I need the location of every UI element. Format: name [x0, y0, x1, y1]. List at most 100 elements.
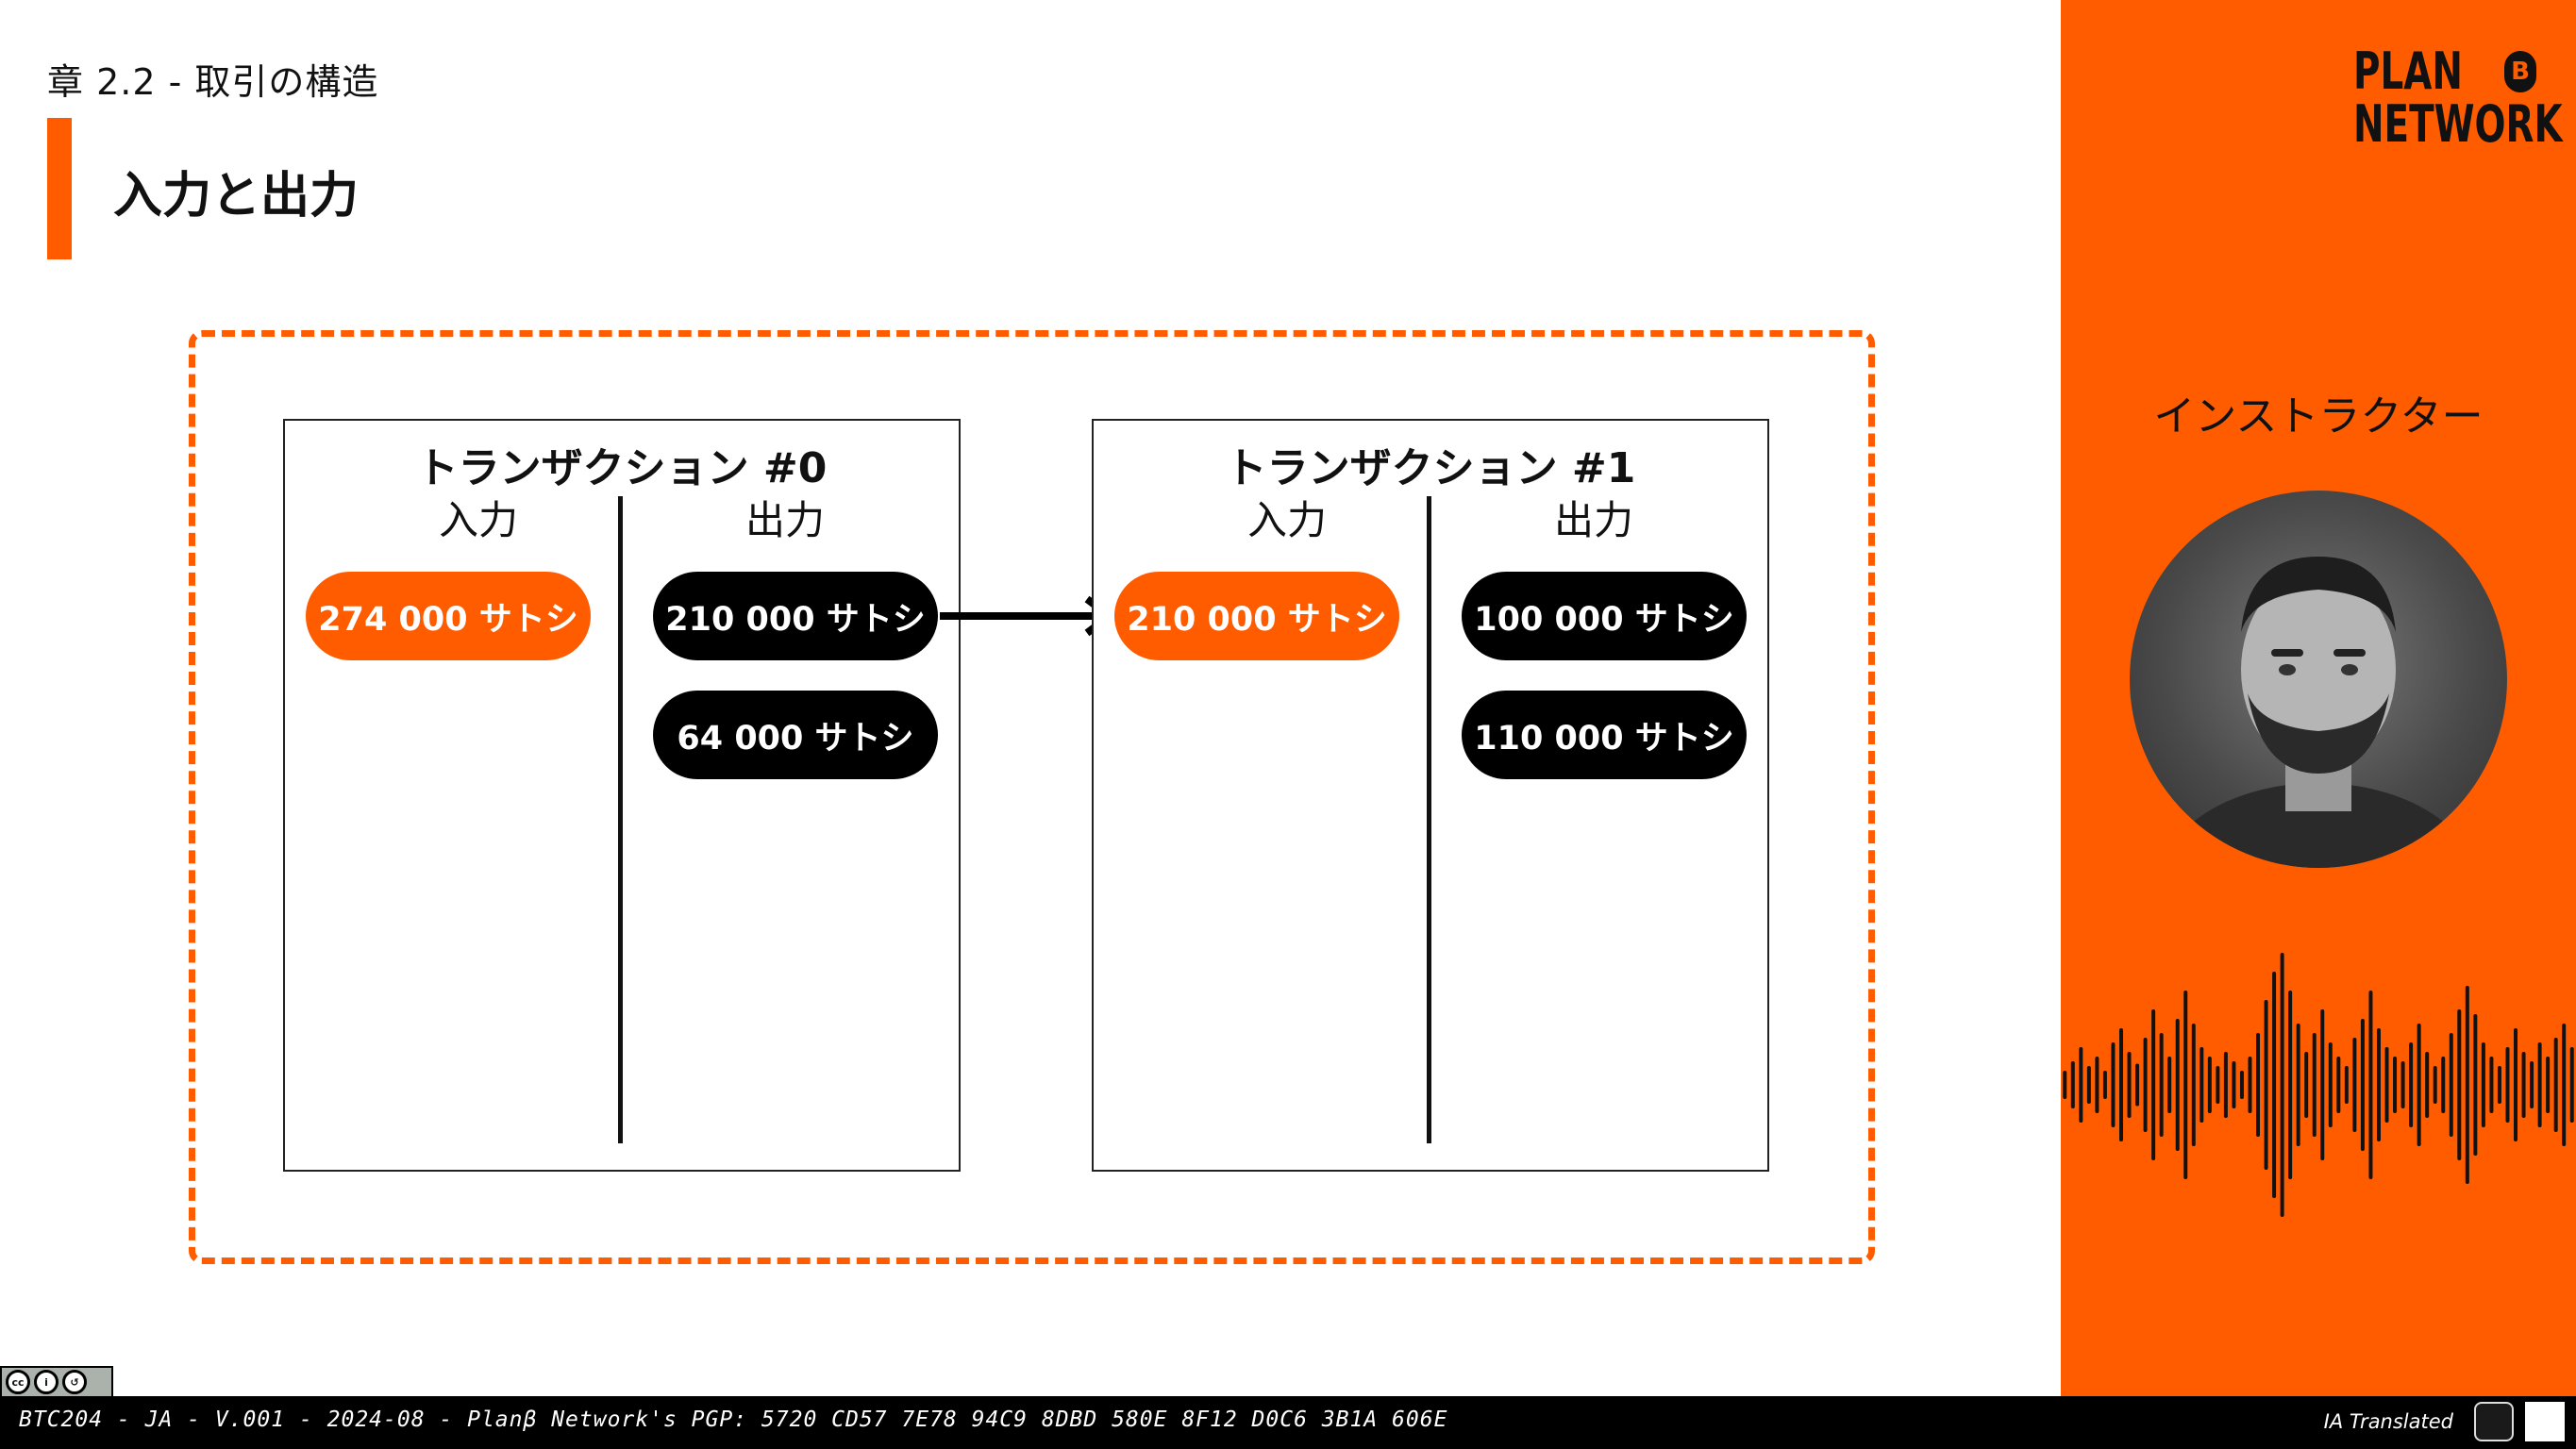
waveform-bar [2216, 1066, 2220, 1104]
transaction-0-title: トランザクション #0 [416, 444, 828, 492]
waveform-bar [2360, 1019, 2365, 1151]
waveform-bar [2223, 1052, 2228, 1118]
waveform-bar [2344, 1066, 2349, 1104]
waveform-bar [2376, 1028, 2381, 1141]
transaction-1-inputs-header: 入力 [1246, 497, 1327, 543]
waveform-bar [2433, 1066, 2437, 1104]
waveform-bar [2312, 1033, 2317, 1137]
waveform-bar [2175, 1019, 2180, 1151]
title-accent-bar [47, 118, 72, 259]
by-icon: i [34, 1370, 59, 1394]
waveform-bar [2159, 1033, 2164, 1137]
waveform-bar [2521, 1052, 2526, 1118]
waveform-bar [2070, 1061, 2075, 1108]
waveform-bar [2239, 1071, 2244, 1099]
instructor-portrait-icon [2160, 557, 2477, 868]
transaction-0-divider [618, 496, 623, 1143]
waveform-bar [2320, 1009, 2325, 1160]
transaction-0-input-0: 274 000 サトシ [306, 572, 591, 660]
waveform-bar [2505, 1047, 2510, 1123]
waveform-bar [2497, 1066, 2501, 1104]
footer-bar: BTC204 - JA - V.001 - 2024-08 - Planβ Ne… [0, 1396, 2576, 1449]
logo-text-network: NETWORK [2353, 94, 2563, 154]
waveform-bar [2264, 1000, 2268, 1170]
instructor-avatar [2130, 491, 2507, 868]
waveform-bar [2569, 1047, 2574, 1123]
waveform-bar [2546, 1057, 2551, 1113]
footer-translated: IA Translated [2323, 1410, 2453, 1433]
waveform-bar [2167, 1057, 2172, 1113]
waveform-bar [2151, 1009, 2156, 1160]
transaction-0-outputs-header: 出力 [744, 497, 825, 543]
waveform-bar [2207, 1057, 2212, 1113]
transaction-0-box: トランザクション #0 入力 出力 274 000 サトシ 210 000 サト… [283, 419, 961, 1172]
transaction-1-title: トランザクション #1 [1225, 444, 1636, 492]
footer-meta: BTC204 - JA - V.001 - 2024-08 - Planβ Ne… [19, 1407, 1448, 1432]
transaction-1-output-0: 100 000 サトシ [1462, 572, 1747, 660]
waveform-bar [2489, 1057, 2494, 1113]
waveform-bar [2288, 991, 2293, 1179]
waveform-bar [2127, 1052, 2132, 1118]
transaction-1-outputs-header: 出力 [1553, 497, 1633, 543]
waveform-bar [2473, 1014, 2478, 1156]
waveform-bar [2400, 1061, 2405, 1108]
chapter-label: 章 2.2 - 取引の構造 [47, 61, 379, 103]
waveform-bar [2135, 1063, 2140, 1107]
logo-badge: B [2504, 51, 2536, 92]
openai-icon [2474, 1402, 2514, 1441]
waveform-bar [2086, 1066, 2091, 1104]
waveform-bar [2457, 1009, 2462, 1160]
waveform-bar [2352, 1038, 2357, 1132]
waveform-bar [2553, 1038, 2558, 1132]
waveform-bar [2530, 1061, 2534, 1108]
waveform-bar [2118, 1028, 2123, 1141]
waveform-bar [2079, 1047, 2083, 1123]
waveform-bar [2514, 1028, 2518, 1141]
waveform-bar [2191, 1024, 2196, 1146]
waveform-bar [2409, 1042, 2414, 1127]
waveform-bar [2304, 1052, 2309, 1118]
waveform-bar [2248, 1057, 2252, 1113]
waveform-bar [2481, 1042, 2485, 1127]
waveform-bar [2232, 1061, 2236, 1108]
waveform-bar [2183, 991, 2188, 1179]
waveform-bar [2368, 991, 2373, 1179]
page-title: 入力と出力 [113, 168, 360, 225]
instructor-panel: PLAN B NETWORK インストラクター [2061, 0, 2576, 1396]
logo-text-plan: PLAN [2353, 42, 2463, 101]
waveform-bar [2425, 1052, 2430, 1118]
transaction-1-divider [1427, 496, 1431, 1143]
waveform-bar [2393, 1057, 2398, 1113]
transaction-1-output-1: 110 000 サトシ [1462, 691, 1747, 779]
waveform-bar [2328, 1042, 2333, 1127]
waveform-bar [2095, 1057, 2099, 1113]
waveform-bar [2063, 1071, 2067, 1099]
planb-network-logo: PLAN B NETWORK [2353, 42, 2563, 158]
waveform-bar [2336, 1057, 2341, 1113]
transaction-0-output-1: 64 000 サトシ [653, 691, 938, 779]
transaction-1-box: トランザクション #1 入力 出力 210 000 サトシ 100 000 サト… [1092, 419, 1769, 1172]
waveform-bar [2441, 1057, 2446, 1113]
transaction-0-output-0: 210 000 サトシ [653, 572, 938, 660]
instructor-label: インストラクター [2153, 392, 2484, 441]
cc-icon: cc [6, 1370, 30, 1394]
diagram-frame [189, 330, 1875, 1264]
waveform-bar [2562, 1024, 2567, 1146]
waveform-bar [2272, 972, 2277, 1198]
waveform-bar [2280, 953, 2284, 1217]
transaction-0-inputs-header: 入力 [438, 497, 518, 543]
waveform-bar [2417, 1024, 2421, 1146]
transaction-1-input-0: 210 000 サトシ [1114, 572, 1399, 660]
waveform-bar [2256, 1033, 2261, 1137]
waveform-bar [2465, 986, 2469, 1184]
sa-icon: ↺ [62, 1370, 87, 1394]
cc-license-badge: cc i ↺ [0, 1366, 113, 1398]
waveform-bar [2200, 1047, 2204, 1123]
audio-waveform-icon [2063, 953, 2574, 1217]
waveform-bar [2296, 1024, 2300, 1146]
translator-logo-icon [2525, 1402, 2565, 1441]
waveform-bar [2449, 1033, 2453, 1137]
waveform-bar [2111, 1042, 2116, 1127]
waveform-bar [2537, 1042, 2542, 1127]
waveform-bar [2384, 1047, 2389, 1123]
